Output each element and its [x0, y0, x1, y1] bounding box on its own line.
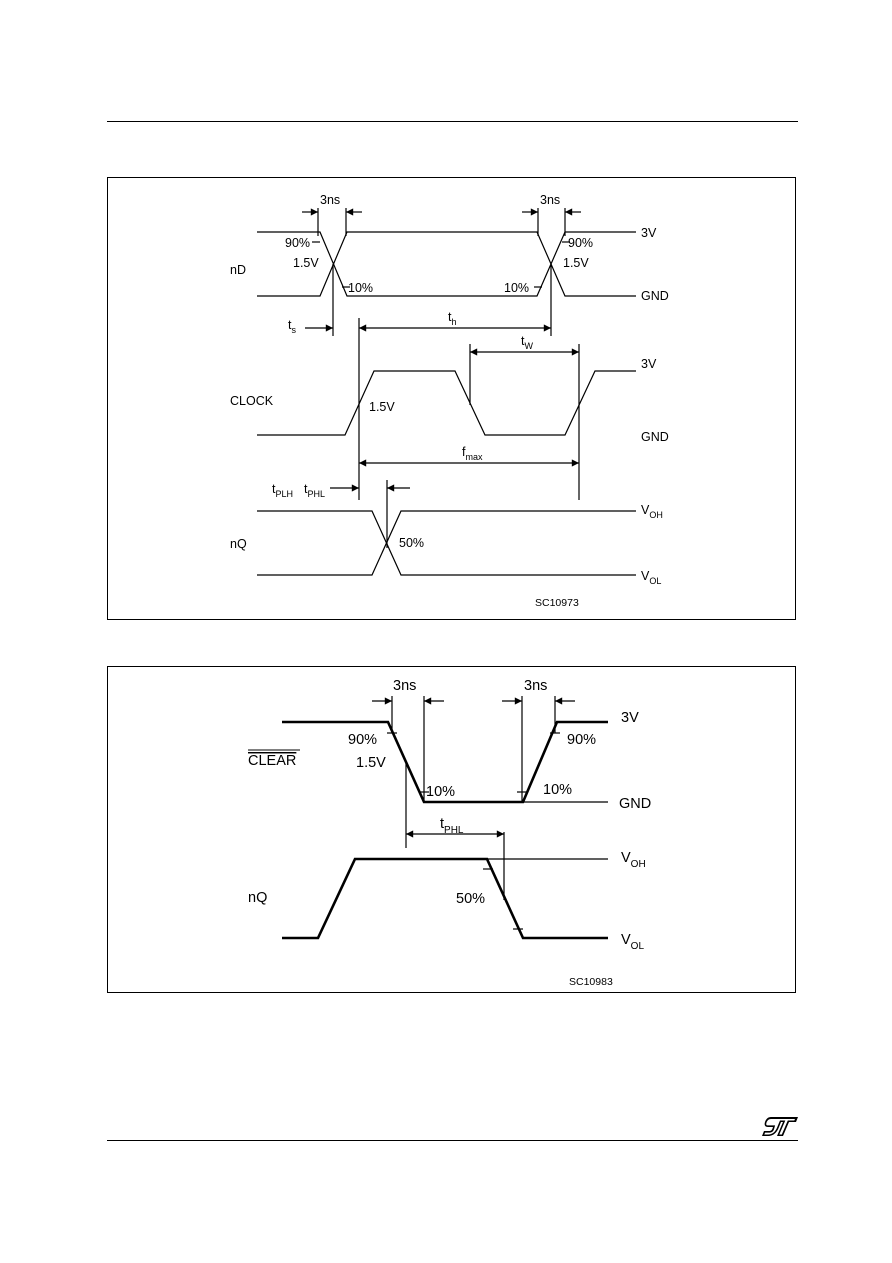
st-logo-icon — [762, 1117, 798, 1136]
fig1-90pct-left: 90% — [285, 236, 310, 250]
fig1-vol-level: VOL — [641, 569, 661, 586]
fig2-voh-level: VOH — [621, 850, 646, 870]
figure-1 — [257, 208, 636, 576]
fig1-code: SC10973 — [535, 597, 579, 609]
fig2-90pct-left: 90% — [348, 732, 377, 748]
clock-signal-label: CLOCK — [230, 394, 274, 408]
figure-1-labels: 3ns 3ns 3V GND 90% 1.5V 90% 1.5V 10% 10%… — [230, 193, 669, 609]
fig2-tphl-label: tPHL — [440, 816, 464, 836]
fig1-clock-gnd-level: GND — [641, 430, 669, 444]
fig1-90pct-right: 90% — [568, 236, 593, 250]
fig2-fall-time-label: 3ns — [393, 678, 416, 694]
fig2-rise-time-label: 3ns — [524, 678, 547, 694]
fig2-threshold: 1.5V — [356, 755, 386, 771]
fig2-50pct-label: 50% — [456, 891, 485, 907]
fig1-voh-level: VOH — [641, 503, 663, 520]
tw-label: tW — [521, 334, 533, 351]
fig1-fall-time-label: 3ns — [540, 193, 560, 207]
fig1-threshold-right: 1.5V — [563, 256, 589, 270]
fig1-rise-time-label: 3ns — [320, 193, 340, 207]
nq-waveform-a — [257, 510, 636, 576]
clear-waveform — [282, 720, 608, 804]
fig2-vol-level: VOL — [621, 932, 644, 952]
timing-diagram-1-frame — [107, 177, 796, 620]
fig2-10pct-left: 10% — [426, 784, 455, 800]
fig2-nq-signal-label: nQ — [248, 890, 267, 906]
fig1-clock-high-level: 3V — [641, 357, 657, 371]
fig2-high-level: 3V — [621, 710, 639, 726]
tplh-label: tPLH — [272, 482, 293, 499]
ts-label: ts — [288, 318, 296, 335]
fig1-10pct-right: 10% — [504, 281, 529, 295]
nd-waveform-b — [257, 231, 636, 297]
timing-diagram-2-frame — [107, 666, 796, 993]
fig1-clock-threshold: 1.5V — [369, 400, 395, 414]
fig1-10pct-left: 10% — [348, 281, 373, 295]
nd-waveform-a — [257, 231, 636, 297]
fig1-nd-high-level: 3V — [641, 226, 657, 240]
fig2-gnd-level: GND — [619, 796, 651, 812]
header-rule — [107, 121, 798, 122]
fig1-nq-signal-label: nQ — [230, 537, 247, 551]
footer-rule — [107, 1140, 798, 1141]
fig1-threshold-left: 1.5V — [293, 256, 319, 270]
fig2-nq-waveform — [282, 857, 608, 940]
fmax-label: fmax — [462, 445, 483, 462]
nd-signal-label: nD — [230, 263, 246, 277]
nq-waveform-b — [257, 510, 636, 576]
figure-2 — [282, 696, 608, 940]
fig2-90pct-right: 90% — [567, 732, 596, 748]
figure-2-labels: 3ns 3ns 3V 90% 90% 1.5V CLEAR 10% 10% GN… — [248, 678, 651, 988]
fig1-nd-gnd-level: GND — [641, 289, 669, 303]
fig2-code: SC10983 — [569, 976, 613, 988]
clear-signal-label: CLEAR — [248, 753, 296, 769]
fig2-10pct-right: 10% — [543, 782, 572, 798]
th-label: th — [448, 310, 457, 327]
fig1-50pct-label: 50% — [399, 536, 424, 550]
fig1-tphl-label: tPHL — [304, 482, 325, 499]
